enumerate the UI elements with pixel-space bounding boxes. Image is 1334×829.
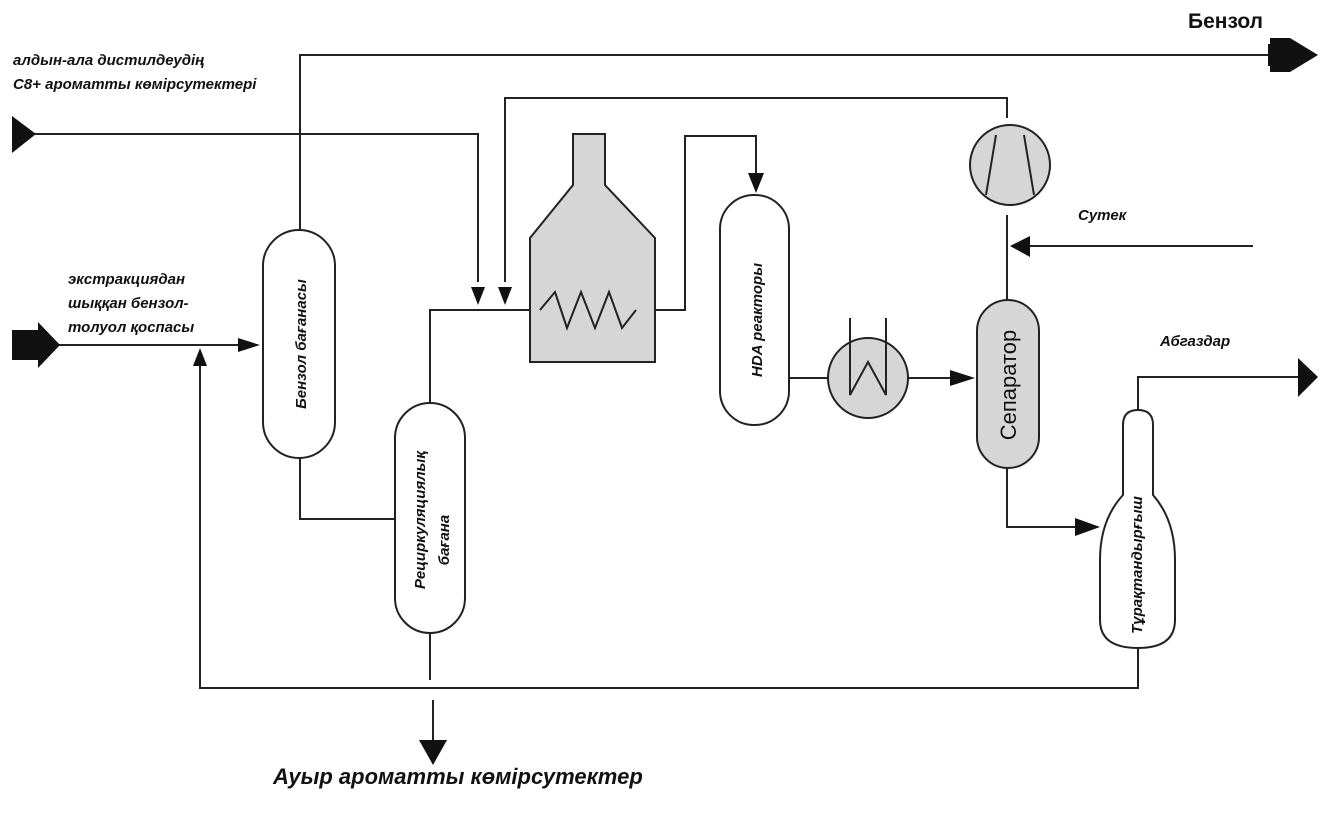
extract-feed-arrow — [12, 322, 60, 368]
heat-exchanger-icon — [827, 318, 909, 419]
benzene-product-label: Бензол — [1188, 10, 1263, 33]
benzene-column-label: Бензол бағанасы — [293, 279, 310, 409]
recycle-gas-line — [504, 97, 1008, 282]
separator-to-stabilizer-line — [1006, 467, 1085, 528]
recycle-column — [394, 402, 466, 634]
benzene-bottoms-line — [299, 457, 395, 520]
hda-reactor — [719, 194, 790, 426]
separator-vessel — [976, 299, 1040, 469]
c8-feed-line — [30, 133, 479, 282]
stabilizer-inlet-arrow — [1075, 518, 1100, 536]
furnace-icon — [529, 133, 656, 363]
c8-feed-label-line2: С8+ ароматты көмірсутектері — [13, 76, 257, 93]
offgas-label: Абгаздар — [1159, 333, 1230, 350]
separator-inlet-arrow — [950, 370, 975, 386]
extract-feed-label-line3: толуол қоспасы — [68, 319, 194, 336]
heavy-aromatics-label: Ауыр ароматты көмірсутектер — [272, 764, 643, 789]
extract-feed-label-line1: экстракциядан — [68, 271, 185, 288]
benzene-product-arrow — [1270, 38, 1318, 72]
recycle-gas-inlet-arrow — [498, 287, 512, 305]
stabilizer-return-line — [199, 360, 1139, 689]
benzene-product-line — [299, 54, 1275, 232]
hda-reactor-label: HDA реакторы — [749, 263, 766, 377]
feed-inlet-arrow — [238, 338, 260, 352]
offgas-line — [1137, 376, 1300, 410]
c8-feed-label-line1: алдын-ала дистилдеудің — [13, 52, 204, 69]
stabilizer-vessel — [1099, 408, 1176, 650]
recycle-column-overhead-line — [429, 309, 540, 405]
stabilizer-label: Тұрақтандырғыш — [1129, 495, 1146, 633]
furnace-outlet-line — [636, 135, 757, 311]
return-inlet-arrow — [193, 348, 207, 366]
c8-feed-arrow — [12, 116, 36, 153]
offgas-arrow — [1298, 358, 1318, 397]
extract-feed-label-line2: шыққан бензол- — [68, 295, 189, 312]
separator-label: Сепаратор — [996, 330, 1021, 441]
heavy-aromatics-arrow — [419, 740, 447, 765]
reactor-inlet-arrow — [748, 173, 764, 193]
hydrogen-inlet-arrow — [1010, 236, 1030, 257]
recycle-column-label-line1: Рециркуляциялық — [412, 450, 429, 589]
hydrogen-label: Сутек — [1078, 207, 1128, 224]
c8-inlet-arrow — [471, 287, 485, 305]
benzene-product-arrow-stem — [1268, 44, 1290, 66]
recycle-column-label-line2: бағана — [436, 515, 453, 565]
benzene-column — [262, 229, 336, 459]
compressor-icon — [969, 124, 1051, 206]
